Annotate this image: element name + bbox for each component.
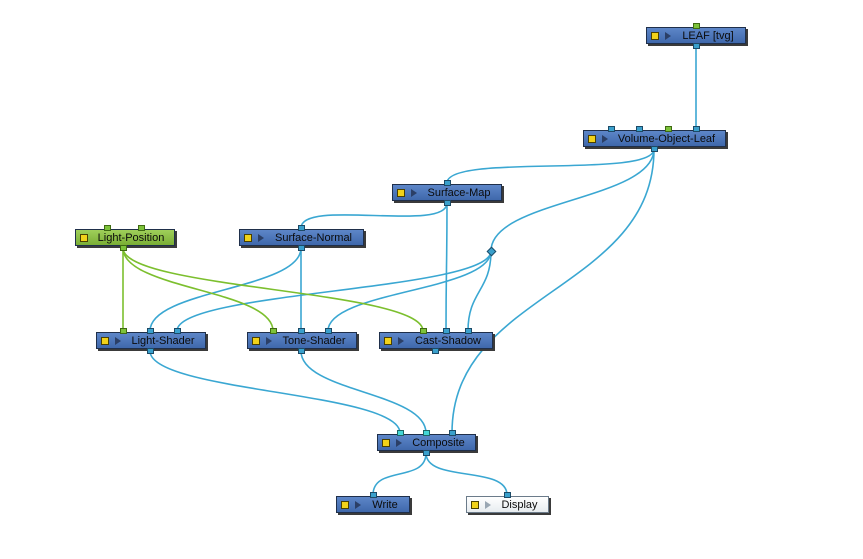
node-display[interactable]: Display [466,496,549,513]
cable-composite-to-write[interactable] [372,452,427,496]
cables-layer [122,46,697,496]
light-shader-input-port-1[interactable] [120,328,127,334]
cable-light-position-to-cast-shadow[interactable] [122,247,424,332]
tone-shader-input-port-2[interactable] [298,328,305,334]
play-arrow-icon [355,500,361,509]
node-label: LEAF [tvg] [682,29,734,42]
cast-shadow-input-port-2[interactable] [443,328,450,334]
volume-input-port-2[interactable] [636,126,643,132]
node-light-shader[interactable]: Light-Shader [96,332,206,349]
tone-shader-input-port-3[interactable] [325,328,332,334]
cast-shadow-input-port-3[interactable] [465,328,472,334]
cast-shadow-input-port-1[interactable] [420,328,427,334]
cable-light-shader-to-composite[interactable] [149,350,401,434]
node-composite[interactable]: Composite [377,434,476,451]
enable-toggle-icon[interactable] [384,336,392,345]
play-arrow-icon [411,188,417,197]
enable-toggle-icon[interactable] [382,438,390,447]
cable-surface-normal-to-light-shader[interactable] [149,247,302,332]
tone-shader-input-port-1[interactable] [270,328,277,334]
cable-tone-shader-to-composite[interactable] [300,350,427,434]
composite-input-port-1[interactable] [397,430,404,436]
node-light-position[interactable]: Light-Position [75,229,175,246]
volume-output-port[interactable] [651,146,658,152]
play-arrow-icon [398,336,404,345]
surface-normal-input-port[interactable] [298,225,305,231]
enable-toggle-icon[interactable] [252,336,260,345]
play-arrow-icon [665,31,671,40]
light-position-output-port[interactable] [120,245,127,251]
play-arrow-icon [266,336,272,345]
surface-map-input-port[interactable] [444,180,451,186]
cable-junction-to-tone-shader[interactable] [327,250,492,332]
node-cast-shadow[interactable]: Cast-Shadow [379,332,493,349]
tone-shader-output-port[interactable] [298,348,305,354]
volume-input-port-3[interactable] [665,126,672,132]
node-label: Cast-Shadow [414,334,482,347]
enable-toggle-icon[interactable] [244,233,252,242]
node-leaf-tvg[interactable]: LEAF [tvg] [646,27,746,44]
enable-toggle-icon[interactable] [651,31,659,40]
write-input-port[interactable] [370,492,377,498]
enable-toggle-icon[interactable] [101,336,109,345]
play-arrow-icon [602,134,608,143]
composite-input-port-3[interactable] [449,430,456,436]
leaf-output-port[interactable] [693,43,700,49]
leaf-input-port[interactable] [693,23,700,29]
node-tone-shader[interactable]: Tone-Shader [247,332,357,349]
node-label: Light-Position [97,231,165,244]
enable-toggle-icon[interactable] [588,134,596,143]
node-label: Write [372,498,398,511]
display-input-port[interactable] [504,492,511,498]
cable-composite-to-display[interactable] [425,452,508,496]
node-label: Light-Shader [131,334,195,347]
cast-shadow-output-port[interactable] [432,348,439,354]
composite-output-port[interactable] [423,450,430,456]
light-shader-output-port[interactable] [147,348,154,354]
cable-surface-map-to-surface-normal[interactable] [300,202,448,229]
cable-volume-to-composite[interactable] [451,148,655,434]
cable-surface-map-to-cast-shadow[interactable] [445,202,448,332]
volume-input-port-1[interactable] [608,126,615,132]
node-label: Volume-Object-Leaf [617,132,716,145]
enable-toggle-icon[interactable] [341,500,349,509]
light-shader-input-port-3[interactable] [174,328,181,334]
node-label: Surface-Map [427,186,491,199]
play-arrow-icon [485,500,491,509]
volume-input-port-4[interactable] [693,126,700,132]
surface-normal-output-port[interactable] [298,245,305,251]
cable-light-position-to-tone-shader[interactable] [122,247,274,332]
play-arrow-icon [396,438,402,447]
node-label: Display [501,498,538,511]
cable-junction-to-cast-shadow[interactable] [467,250,492,332]
node-label: Tone-Shader [282,334,346,347]
composite-input-port-2[interactable] [423,430,430,436]
cable-volume-to-surface-map[interactable] [446,148,655,184]
node-label: Surface-Normal [274,231,353,244]
enable-toggle-icon[interactable] [471,500,479,509]
node-surface-map[interactable]: Surface-Map [392,184,502,201]
play-arrow-icon [115,336,121,345]
light-position-input-port-1[interactable] [104,225,111,231]
enable-toggle-icon[interactable] [80,233,88,242]
node-volume-object-leaf[interactable]: Volume-Object-Leaf [583,130,726,147]
cable-junction-to-light-shader[interactable] [176,250,492,332]
node-surface-normal[interactable]: Surface-Normal [239,229,364,246]
cable-volume-to-junction[interactable] [490,148,655,252]
light-position-input-port-2[interactable] [138,225,145,231]
surface-map-output-port[interactable] [444,200,451,206]
light-shader-input-port-2[interactable] [147,328,154,334]
enable-toggle-icon[interactable] [397,188,405,197]
node-label: Composite [412,436,465,449]
play-arrow-icon [258,233,264,242]
node-write[interactable]: Write [336,496,410,513]
